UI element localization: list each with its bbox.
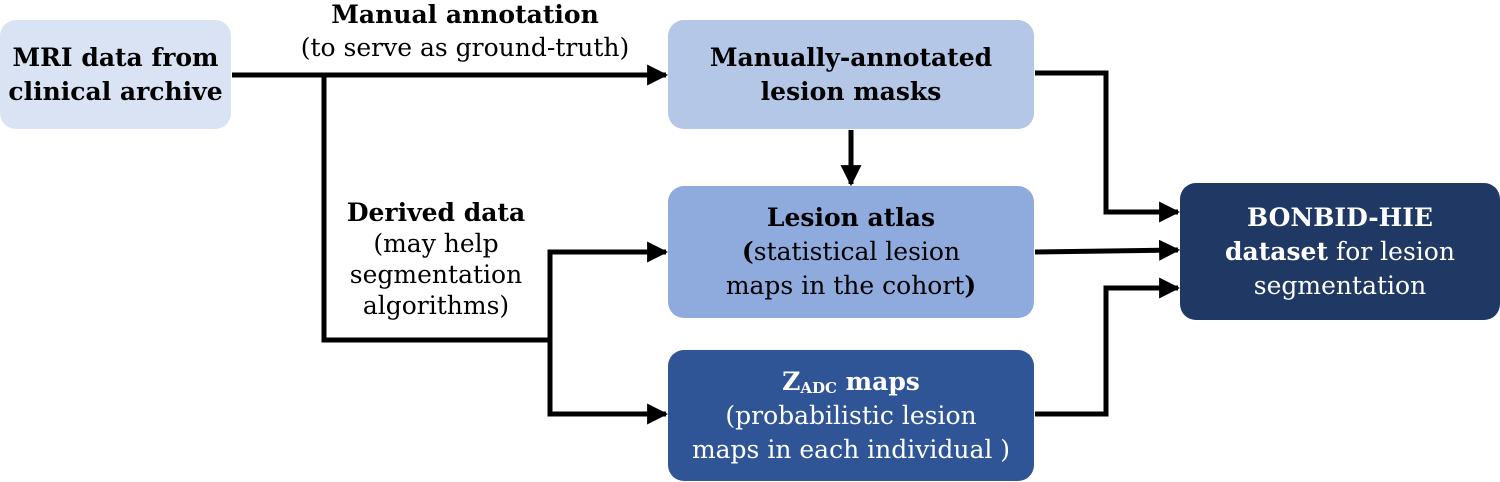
source-line1: MRI data from [12,42,219,72]
zadc-maps-box: ZADC maps (probabilistic lesion maps in … [668,350,1034,481]
arrow-derived-to-zadc [547,340,669,425]
dataset-line1: BONBID-HIE [1247,202,1433,232]
zadc-maps-line2: maps in each individual ) [691,434,1011,464]
derived-data-line2: segmentation [349,260,523,289]
lesion-atlas-title: Lesion atlas [766,203,936,232]
manual-annotation-title: Manual annotation [331,0,599,29]
zadc-maps-line1: (probabilistic lesion [725,400,977,430]
arrow-zadc-to-dataset [1035,277,1181,417]
source-line2: clinical archive [8,76,223,106]
derived-data-title: Derived data [346,198,526,227]
line-source-to-derived [321,75,550,343]
lesion-masks-line2: lesion masks [760,76,942,106]
dataset-line3: segmentation [1253,270,1427,300]
lesion-masks-box: Manually-annotated lesion masks [668,20,1034,129]
derived-data-line3: algorithms) [362,291,510,320]
dataset-box: BONBID-HIE dataset for lesion segmentati… [1180,183,1500,320]
dataset-line2: dataset for lesion [1225,236,1455,266]
arrow-atlas-to-dataset [1034,239,1181,261]
source-box: MRI data from clinical archive [0,20,231,129]
derived-data-line1: (may help [373,229,499,258]
lesion-atlas-line1: (statistical lesion [741,237,961,266]
lesion-atlas-line2: maps in the cohort) [725,271,977,300]
arrow-masks-to-dataset [1035,70,1181,223]
lesion-atlas-box: Lesion atlas (statistical lesion maps in… [668,186,1034,318]
zadc-maps-title: ZADC maps [782,366,920,397]
derived-data-label: Derived data (may help segmentation algo… [332,197,540,321]
lesion-masks-line1: Manually-annotated [709,42,993,72]
arrow-derived-to-atlas [547,241,669,340]
manual-annotation-label: Manual annotation (to serve as ground-tr… [290,0,640,64]
manual-annotation-subtitle: (to serve as ground-truth) [300,33,630,62]
